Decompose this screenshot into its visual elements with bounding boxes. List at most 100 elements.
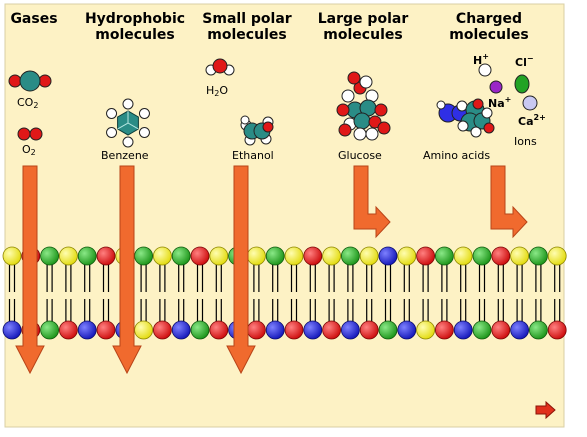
label-h2o-sub: 2 [214, 89, 220, 98]
label-o2-sub: 2 [30, 148, 36, 157]
label-h2o-tail: O [219, 84, 229, 97]
header-small-polar: Small polar molecules [194, 11, 300, 43]
lipid-head-outer [359, 246, 379, 266]
label-co2-text: CO [17, 96, 34, 109]
label-glucose: Glucose [338, 149, 382, 162]
lipid-head-inner [284, 320, 304, 340]
lipid-head-inner [416, 320, 436, 340]
lipid-head-inner [96, 320, 116, 340]
lipid-head-outer [397, 246, 417, 266]
next-button[interactable] [535, 400, 557, 420]
lipid-head-inner [340, 320, 360, 340]
glucose-atom [374, 103, 388, 117]
header-charged: Charged molecules [436, 11, 542, 43]
molecule-illustrations [8, 58, 538, 148]
o2-atom [29, 127, 43, 141]
lipid-head-inner [171, 320, 191, 340]
glucose-atom [336, 103, 350, 117]
amino-acid-atom [436, 100, 446, 110]
small-polar-transport-arrow [226, 165, 256, 375]
label-h2o-text: H [206, 84, 215, 97]
lipid-head-inner [303, 320, 323, 340]
lipid-head-outer [190, 246, 210, 266]
header-small-polar-line1: Small polar [202, 11, 292, 27]
benzene-bond [117, 122, 129, 130]
gas-transport-arrow [15, 165, 45, 375]
label-cl-ion-text: Cl [515, 56, 527, 69]
lipid-head-outer [59, 246, 78, 266]
co2-carbon-atom [19, 70, 41, 92]
ethanol-hydrogen-atom [240, 115, 250, 125]
lipid-head-inner [134, 320, 154, 340]
amino-acid-atom [483, 122, 495, 134]
lipid-head-inner [209, 320, 229, 340]
label-co2-sub: 2 [33, 101, 39, 110]
lipid-head-inner [472, 320, 492, 340]
glucose-atom [353, 112, 371, 130]
charged-blocked-arrow [490, 165, 528, 239]
label-ethanol: Ethanol [232, 149, 274, 162]
lipid-head-outer [152, 246, 172, 266]
lipid-head-outer [510, 246, 529, 266]
lipid-head-inner [265, 320, 285, 340]
lipid-head-outer [265, 246, 285, 266]
lipid-head-outer [303, 246, 323, 266]
glucose-atom [341, 89, 355, 103]
lipid-head-outer [77, 246, 97, 266]
lipid-head-inner [378, 320, 398, 340]
lipid-head-outer [434, 246, 454, 266]
benzene-hydrogen-atom [122, 136, 134, 148]
lipid-head-outer [134, 246, 154, 266]
calcium-ion [522, 95, 538, 111]
header-gases: Gases [6, 11, 62, 27]
glucose-atom [347, 71, 361, 85]
label-na-ion: Na+ [488, 95, 511, 110]
label-co2: CO2 [17, 96, 38, 110]
lipid-head-outer [529, 246, 548, 266]
large-polar-blocked-arrow [353, 165, 391, 239]
label-na-ion-charge: + [504, 95, 512, 104]
co2-oxygen-atom [38, 74, 52, 88]
header-hydrophobic: Hydrophobic molecules [76, 11, 194, 43]
amino-acid-atom [470, 126, 482, 138]
lipid-head-inner [2, 320, 22, 340]
label-h-ion-charge: + [482, 52, 489, 61]
label-amino-acids: Amino acids [423, 149, 491, 162]
glucose-atom [368, 115, 382, 129]
benzene-hydrogen-atom [106, 108, 118, 119]
label-cl-ion-charge: − [526, 54, 534, 63]
amino-acid-atom [472, 98, 484, 110]
header-large-polar: Large polar molecules [310, 11, 416, 43]
lipid-bilayer [2, 246, 567, 340]
glucose-atom [365, 127, 379, 141]
glucose-atom [359, 75, 373, 89]
lipid-head-inner [77, 320, 97, 340]
lipid-head-inner [547, 320, 567, 340]
header-small-polar-line2: molecules [207, 27, 287, 43]
lipid-head-outer [322, 246, 342, 266]
lipid-head-outer [491, 246, 511, 266]
label-o2: O2 [22, 143, 36, 157]
lipid-head-inner [40, 320, 59, 340]
amino-acid-atom [481, 107, 493, 119]
hydrogen-ion [478, 63, 492, 77]
lipid-head-outer [284, 246, 304, 266]
lipid-head-inner [434, 320, 454, 340]
label-ca-ion-charge: 2+ [533, 113, 546, 122]
lipid-head-inner [322, 320, 342, 340]
header-gases-line1: Gases [10, 11, 58, 27]
lipid-head-inner [359, 320, 379, 340]
label-h2o: H2O [206, 84, 228, 98]
header-charged-line2: molecules [449, 27, 529, 43]
sodium-ion [489, 80, 503, 94]
lipid-head-inner [453, 320, 473, 340]
lipid-head-inner [246, 320, 266, 340]
benzene-hydrogen-atom [106, 127, 118, 138]
lipid-head-outer [416, 246, 436, 266]
glucose-atom [377, 121, 391, 135]
header-charged-line1: Charged [455, 11, 523, 27]
lipid-head-inner [397, 320, 417, 340]
lipid-head-outer [246, 246, 266, 266]
label-ions: Ions [514, 135, 537, 148]
